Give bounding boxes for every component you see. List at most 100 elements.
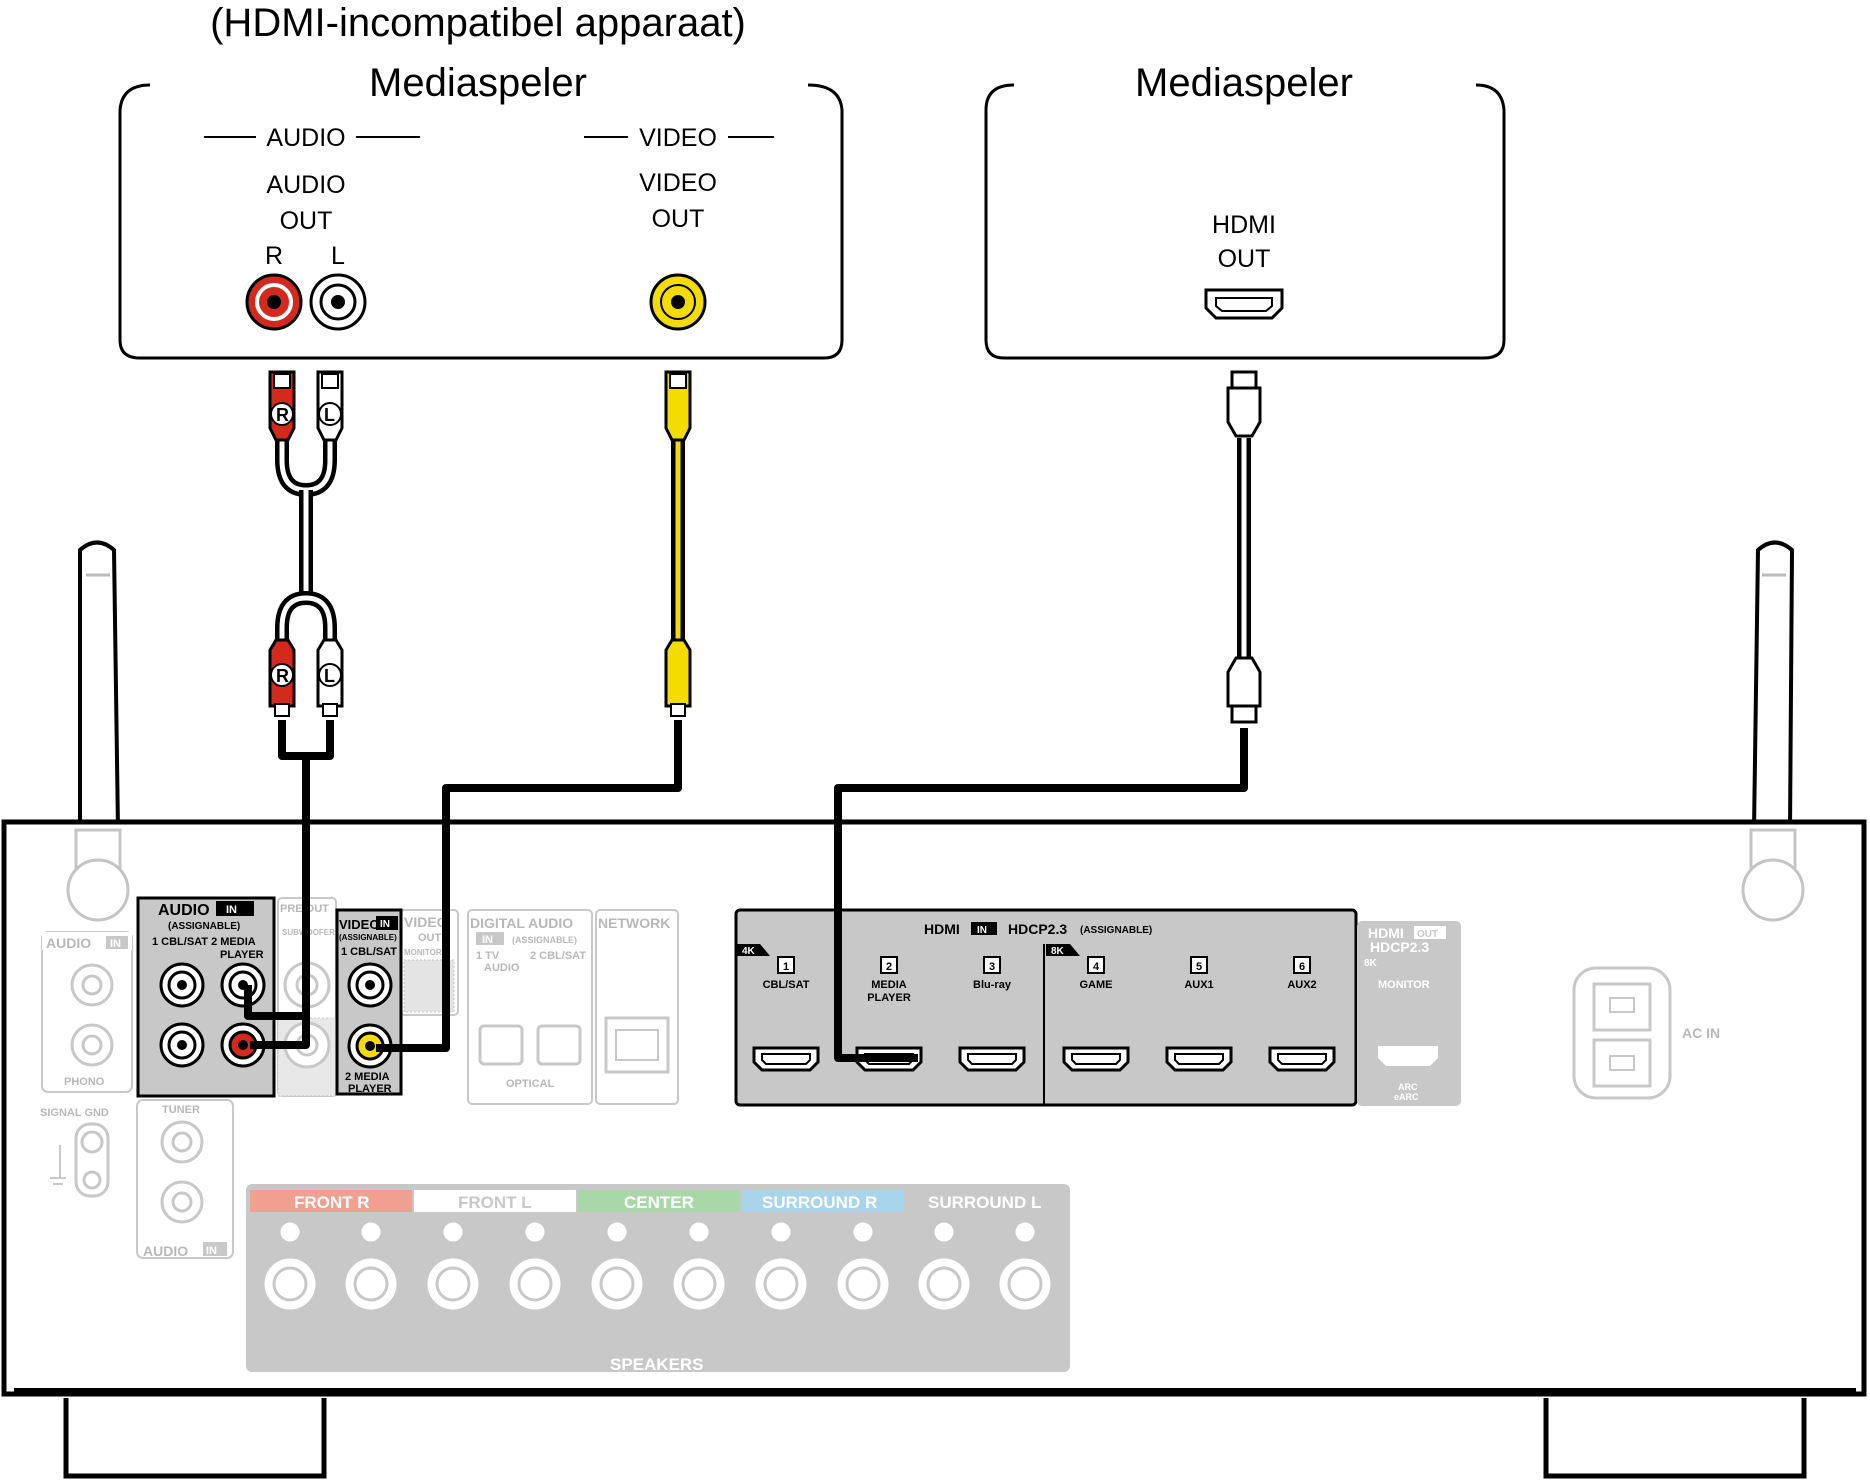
audio-out-l-jack[interactable] xyxy=(309,273,367,331)
svg-text:8K: 8K xyxy=(1051,946,1065,957)
svg-text:VIDEO: VIDEO xyxy=(339,917,379,932)
svg-text:HDCP2.3: HDCP2.3 xyxy=(1370,939,1429,955)
hdmi-port-number: 3 xyxy=(989,961,995,973)
speaker-post xyxy=(999,1222,1051,1310)
hdmi-port-label: AUX2 xyxy=(1287,979,1316,991)
audio-in-media-l-jack[interactable] xyxy=(220,962,266,1008)
hdmi-port-number: 4 xyxy=(1093,961,1100,973)
tuner-section: TUNER AUDIO IN xyxy=(136,1099,234,1259)
hdmi-port-number: 6 xyxy=(1299,961,1305,973)
foot-left xyxy=(63,1398,327,1479)
svg-text:TUNER: TUNER xyxy=(162,1104,200,1116)
hdmi-port-number: 1 xyxy=(783,961,789,973)
hdmi-port-label: GAME xyxy=(1080,979,1113,991)
video-out-jack[interactable] xyxy=(649,273,707,331)
svg-text:NETWORK: NETWORK xyxy=(598,915,670,931)
svg-text:OUT: OUT xyxy=(652,205,705,233)
svg-text:SURROUND L: SURROUND L xyxy=(928,1193,1041,1212)
svg-text:L: L xyxy=(324,666,335,686)
audio-plugs-bottom: R L xyxy=(268,638,344,717)
svg-text:FRONT L: FRONT L xyxy=(458,1193,532,1212)
speaker-post xyxy=(509,1222,561,1310)
svg-text:(ASSIGNABLE): (ASSIGNABLE) xyxy=(339,933,397,942)
svg-text:AC IN: AC IN xyxy=(1682,1025,1720,1041)
video-plugs xyxy=(664,370,692,717)
phono-section: AUDIO IN PHONO xyxy=(41,931,133,1093)
svg-text:2 MEDIA: 2 MEDIA xyxy=(345,1071,390,1083)
svg-text:DIGITAL AUDIO: DIGITAL AUDIO xyxy=(470,915,573,931)
svg-text:(ASSIGNABLE): (ASSIGNABLE) xyxy=(168,921,240,932)
svg-text:R: R xyxy=(265,242,283,270)
hdmi-in-panel: HDMI IN HDCP2.3 (ASSIGNABLE) 4K 8K 1CBL/… xyxy=(734,908,1358,1107)
svg-text:L: L xyxy=(331,242,345,270)
svg-text:2 CBL/SAT: 2 CBL/SAT xyxy=(530,950,586,962)
svg-text:MONITOR: MONITOR xyxy=(404,948,442,957)
speaker-post xyxy=(673,1222,725,1310)
speaker-post xyxy=(837,1222,889,1310)
svg-text:eARC: eARC xyxy=(1394,1092,1419,1102)
svg-text:VIDEO: VIDEO xyxy=(639,169,717,197)
svg-text:FRONT R: FRONT R xyxy=(294,1193,370,1212)
audio-in-cbl-r-jack[interactable] xyxy=(159,962,205,1008)
svg-text:1 TV: 1 TV xyxy=(476,950,500,962)
audio-in-media-r-jack[interactable] xyxy=(220,1022,266,1068)
svg-text:1 CBL/SAT 2 MEDIA: 1 CBL/SAT 2 MEDIA xyxy=(152,936,256,948)
hdmi-out-port[interactable] xyxy=(1204,288,1284,320)
speaker-post xyxy=(427,1222,479,1310)
speaker-post xyxy=(264,1222,316,1310)
hdmi-port-label: Blu-ray xyxy=(973,979,1012,991)
signal-gnd: SIGNAL GND xyxy=(40,1107,110,1198)
svg-text:SPEAKERS: SPEAKERS xyxy=(610,1355,704,1374)
svg-text:1 CBL/SAT: 1 CBL/SAT xyxy=(341,946,397,958)
svg-text:R: R xyxy=(276,405,289,425)
svg-text:HDMI: HDMI xyxy=(924,921,960,937)
svg-text:SIGNAL GND: SIGNAL GND xyxy=(40,1107,109,1119)
svg-text:OUT: OUT xyxy=(280,207,333,235)
svg-text:IN: IN xyxy=(110,938,121,950)
incompatible-device: (HDMI-incompatibel apparaat) Mediaspeler… xyxy=(118,1,844,360)
svg-text:HDMI: HDMI xyxy=(1368,925,1404,941)
hdmi-out-panel: HDMI OUT HDCP2.3 8K MONITOR ARC eARC xyxy=(1357,921,1461,1106)
svg-text:IN: IN xyxy=(380,919,390,930)
video-in-cbl-jack[interactable] xyxy=(347,962,393,1008)
hdmi-plugs xyxy=(1226,370,1262,724)
svg-text:OUT: OUT xyxy=(1218,245,1271,273)
svg-text:IN: IN xyxy=(206,1245,217,1257)
svg-text:HDCP2.3: HDCP2.3 xyxy=(1008,921,1067,937)
svg-text:IN: IN xyxy=(226,904,237,916)
svg-text:AUDIO: AUDIO xyxy=(266,124,345,152)
player2-title: Mediaspeler xyxy=(1135,61,1353,105)
svg-text:(ASSIGNABLE): (ASSIGNABLE) xyxy=(512,935,577,945)
svg-text:VIDEO: VIDEO xyxy=(404,914,448,930)
svg-text:AUDIO: AUDIO xyxy=(46,935,91,951)
hdmi-port-label: CBL/SAT xyxy=(763,979,810,991)
svg-text:MONITOR: MONITOR xyxy=(1378,979,1430,991)
svg-text:HDMI: HDMI xyxy=(1212,211,1276,239)
audio-in-panel: AUDIO IN (ASSIGNABLE) 1 CBL/SAT 2 MEDIA … xyxy=(136,896,276,1098)
svg-text:4K: 4K xyxy=(742,946,756,957)
audio-in-cbl-l-jack[interactable] xyxy=(159,1022,205,1068)
antenna-right xyxy=(1752,540,1795,831)
svg-text:PLAYER: PLAYER xyxy=(348,1083,392,1095)
svg-text:ARC: ARC xyxy=(1398,1082,1418,1092)
svg-text:IN: IN xyxy=(977,925,987,936)
speaker-terminals: FRONT R FRONT L CENTER SURROUND R SURROU… xyxy=(246,1184,1070,1374)
video-in-panel: VIDEO IN (ASSIGNABLE) 1 CBL/SAT 2 MEDIA … xyxy=(335,908,403,1096)
hdmi-port-number: 5 xyxy=(1196,961,1202,973)
svg-text:R: R xyxy=(276,666,289,686)
svg-text:IN: IN xyxy=(482,934,493,946)
cables xyxy=(244,428,1251,1062)
hdmi-ports: 1CBL/SAT2MEDIAPLAYER3Blu-ray4GAME5AUX16A… xyxy=(752,956,1336,1072)
hdmi-port-label-2: PLAYER xyxy=(867,992,911,1004)
svg-text:CENTER: CENTER xyxy=(624,1193,694,1212)
hdmi-port-number: 2 xyxy=(886,961,892,973)
audio-out-r-jack[interactable] xyxy=(245,273,303,331)
svg-text:AUDIO: AUDIO xyxy=(143,1243,188,1259)
svg-text:PHONO: PHONO xyxy=(64,1076,105,1088)
